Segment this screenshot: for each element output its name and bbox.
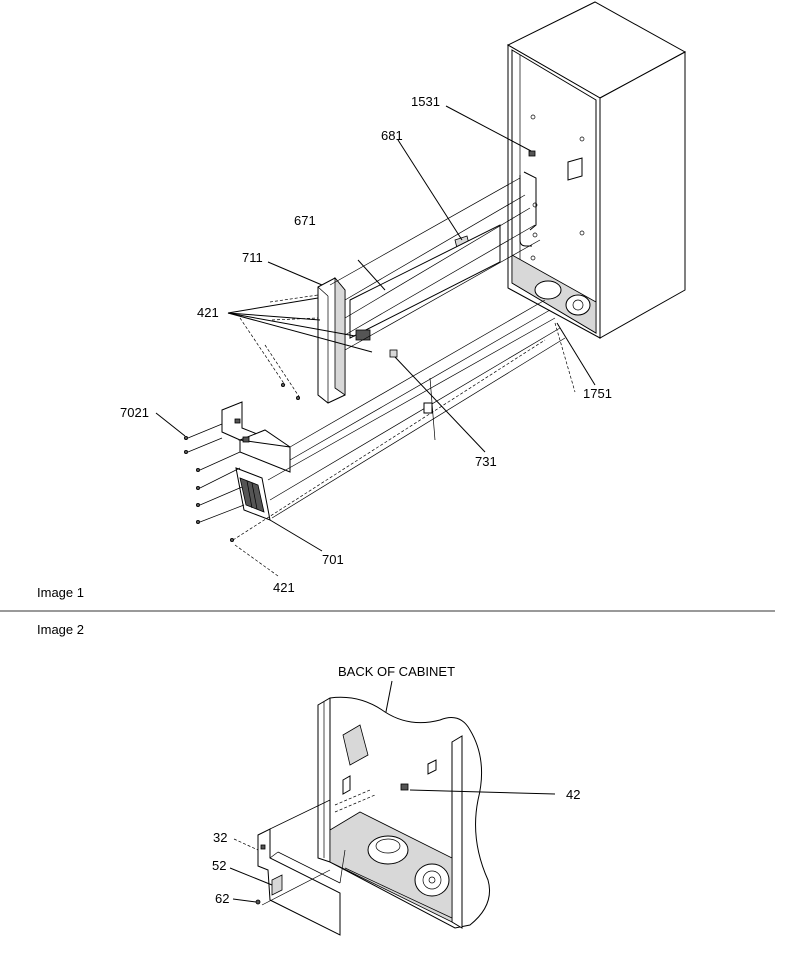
callout-62: 62: [215, 891, 229, 906]
image-2-caption: Image 2: [37, 622, 84, 637]
part-711-side-cover: [317, 276, 346, 404]
callout-731: 731: [475, 454, 497, 469]
callout-52: 52: [212, 858, 226, 873]
image-2-back-of-cabinet: Image 2 BACK OF CABINET: [37, 622, 580, 936]
callout-42: 42: [566, 787, 580, 802]
callout-701: 701: [322, 552, 344, 567]
callout-681: 681: [381, 128, 403, 143]
refrigerator-cabinet: [506, 1, 687, 339]
callout-7021: 7021: [120, 405, 149, 420]
part-701-grille: [235, 467, 271, 521]
image-1-caption: Image 1: [37, 585, 84, 600]
callout-leaders-image-1: [155, 105, 596, 577]
back-of-cabinet-title: BACK OF CABINET: [338, 664, 455, 679]
image-1-exploded-view: 1531 681 671 711 421 7021 1751 731 701 4…: [37, 1, 687, 600]
assembly-guide-lines: [183, 177, 576, 543]
callout-leaders-image-2: [229, 789, 556, 903]
callout-421-top: 421: [197, 305, 219, 320]
callout-1531: 1531: [411, 94, 440, 109]
callout-671: 671: [294, 213, 316, 228]
part-7021-bracket: [221, 401, 291, 473]
callout-1751: 1751: [583, 386, 612, 401]
cabinet-back-cutaway: [317, 696, 490, 929]
callout-711: 711: [242, 250, 263, 265]
part-32-cover-panel: [257, 828, 341, 936]
callout-421-bottom: 421: [273, 580, 295, 595]
part-671-panel: [349, 224, 501, 358]
assembly-guide-lines-2: [255, 799, 346, 906]
callout-32: 32: [213, 830, 227, 845]
